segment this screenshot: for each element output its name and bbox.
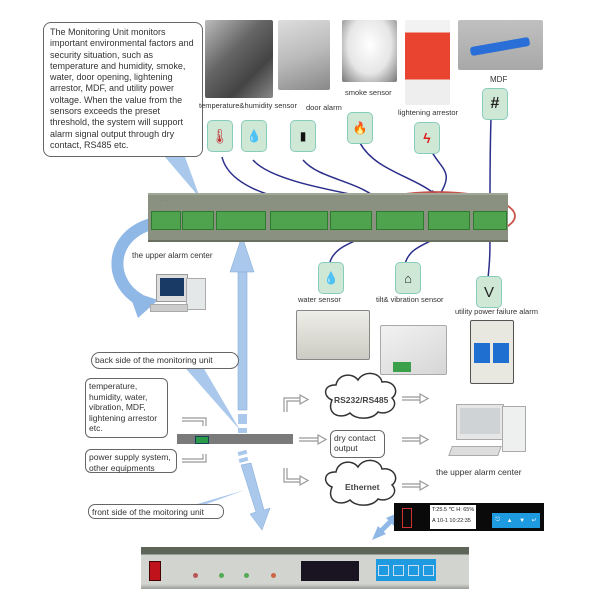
inputs-box: temperature, humidity, water, vibration,…: [85, 378, 168, 438]
front-side-label: front side of the moitoring unit: [88, 504, 224, 519]
power-switch[interactable]: [149, 561, 161, 581]
arrow-down: [240, 462, 271, 531]
label-upper-alarm-center-right: the upper alarm center: [436, 467, 522, 477]
input-arrows: [182, 417, 207, 463]
fire-icon: 🔥: [347, 112, 373, 144]
ethernet-label: Ethernet: [345, 482, 380, 492]
monitoring-unit-side-view: [177, 434, 293, 444]
lcd-line-1: T:25.5 ℃ H: 65%: [432, 507, 475, 513]
front-keypad-button[interactable]: [423, 564, 434, 576]
label-upper-alarm-center-top: the upper alarm center: [132, 251, 213, 260]
lightening-arrestor-photo: [405, 20, 450, 105]
back-side-pointer: [180, 362, 240, 430]
label-temperature-humidity: temperature&humidity sensor: [199, 101, 297, 110]
tilt-vibration-icon: ⌂: [395, 262, 421, 294]
label-utility-power-failure: utility power failure alarm: [455, 307, 538, 316]
led-indicator: [193, 573, 198, 578]
door-sensor-icon: ▮: [290, 120, 316, 152]
label-lightening-arrestor: lightening arrestor: [398, 108, 459, 117]
wire-mdf: [489, 117, 492, 201]
terminal-block: [330, 211, 372, 230]
label-tilt-vibration: tilt& vibration sensor: [376, 295, 444, 304]
arrow-up-head: [229, 235, 255, 273]
lightning-icon: ϟ: [414, 122, 440, 154]
lcd-line-2: A 10-1 10:22:35: [432, 518, 471, 524]
circuit-breaker-photo: [470, 320, 514, 384]
terminal-block: [216, 211, 266, 230]
thermometer-icon: 🌡: [207, 120, 233, 152]
rs232-rs485-label: RS232/RS485: [334, 395, 389, 405]
power-switch-icon: [402, 508, 412, 528]
pc-icon-right: [446, 402, 526, 464]
label-water-sensor: water sensor: [298, 295, 341, 304]
ethernet-cloud: [324, 459, 397, 506]
led-indicator: [244, 573, 249, 578]
label-door-alarm: door alarm: [306, 103, 342, 112]
label-mdf: MDF: [490, 75, 508, 84]
pc-icon-left: [150, 272, 206, 314]
description-callout: The Monitoring Unit monitors important e…: [43, 22, 203, 157]
mdf-photo: [458, 20, 543, 70]
grid-icon: #: [482, 88, 508, 120]
keypad-down-button[interactable]: ▼: [519, 517, 526, 524]
rs-cloud: [324, 372, 397, 419]
front-keypad-button[interactable]: [378, 564, 389, 576]
tilt-vibration-sensor-photo: [380, 325, 447, 375]
front-display-closeup: T:25.5 ℃ H: 65% A 10-1 10:22:35 ⎋ ▲ ▼ ↵: [394, 503, 544, 531]
keypad-back-button[interactable]: ⎋: [495, 517, 501, 523]
back-side-label: back side of the monitoring unit: [91, 352, 239, 369]
terminal-block: [151, 211, 181, 230]
callout-pointer: [165, 157, 200, 198]
water-sensor-photo: [296, 310, 370, 360]
keypad-up-button[interactable]: ▲: [506, 517, 513, 524]
terminal-block: [376, 211, 424, 230]
dry-contact-output-box: dry contact output: [330, 430, 385, 458]
led-indicator: [271, 573, 276, 578]
front-keypad: [376, 559, 436, 581]
front-keypad-button[interactable]: [393, 564, 404, 576]
temperature-humidity-sensor-photo: [205, 20, 273, 98]
terminal-block: [182, 211, 214, 230]
terminal-block: [428, 211, 470, 230]
front-keypad-button[interactable]: [408, 564, 419, 576]
humidity-drops-icon: 💧: [241, 120, 267, 152]
water-leak-icon: 💧: [318, 262, 344, 294]
wire-smoke: [359, 142, 436, 195]
door-alarm-photo: [278, 20, 330, 90]
lcd-screen: T:25.5 ℃ H: 65% A 10-1 10:22:35: [430, 505, 476, 529]
monitoring-unit-front-panel: [141, 547, 469, 589]
keypad: ⎋ ▲ ▼ ↵: [492, 513, 540, 528]
keypad-enter-button[interactable]: ↵: [531, 518, 537, 524]
terminal-block: [270, 211, 328, 230]
smoke-sensor-photo: [342, 20, 397, 82]
output-arrows: [283, 392, 430, 492]
label-smoke-sensor: smoke sensor: [345, 88, 392, 97]
power-supply-box: power supply system, other equipments: [85, 449, 177, 473]
monitoring-unit-back-panel: · · ·: [148, 193, 508, 242]
front-lcd: [301, 561, 359, 581]
voltage-icon: V: [476, 276, 502, 308]
led-indicator: [219, 573, 224, 578]
arrow-up-shaft: [237, 269, 248, 411]
terminal-block: [473, 211, 507, 230]
